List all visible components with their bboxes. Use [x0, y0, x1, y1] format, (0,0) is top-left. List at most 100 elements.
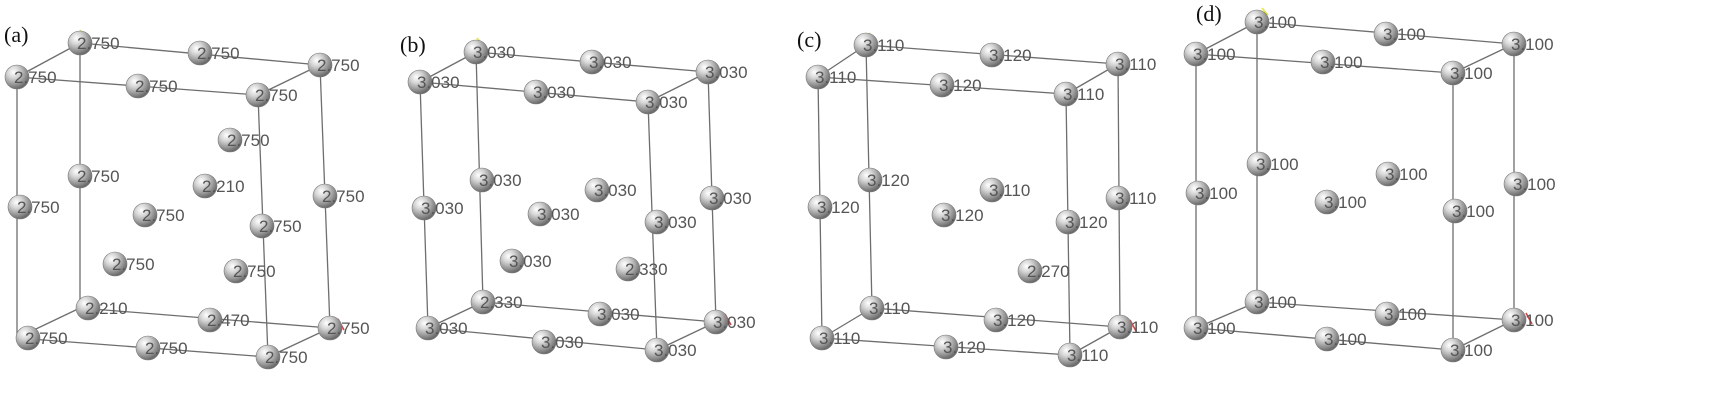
atom-sphere — [809, 325, 835, 351]
atom-value-label: 3.110 — [1067, 346, 1108, 365]
atom-sphere — [1440, 337, 1466, 363]
atom-value-label: 2.750 — [25, 329, 68, 348]
atom-sphere — [859, 295, 885, 321]
atom-value-label: 3.100 — [1384, 305, 1427, 324]
atom-sphere — [135, 335, 161, 361]
atom-sphere — [523, 79, 549, 105]
atom-value-label: 3.100 — [1324, 330, 1367, 349]
atom-sphere — [983, 307, 1009, 333]
atom-value-label: 3.030 — [425, 319, 468, 338]
atom-sphere — [527, 201, 553, 227]
atom-value-label: 2.750 — [317, 56, 360, 75]
atom-sphere — [1503, 171, 1529, 197]
atom-sphere — [4, 64, 30, 90]
atom-sphere — [223, 258, 249, 284]
atom-sphere — [1057, 342, 1083, 368]
atom-sphere — [1246, 151, 1272, 177]
atom-sphere — [192, 173, 218, 199]
atom-sphere — [187, 40, 213, 66]
atom-sphere — [1183, 315, 1209, 341]
atom-sphere — [1055, 209, 1081, 235]
atom-value-label: 3.100 — [1256, 155, 1299, 174]
atom-sphere — [470, 289, 496, 315]
atom-value-label: 3.030 — [709, 189, 752, 208]
atom-value-label: 3.120 — [817, 198, 860, 217]
atom-sphere — [587, 301, 613, 327]
atom-value-label: 3.030 — [509, 252, 552, 271]
atom-value-label: 3.100 — [1452, 202, 1495, 221]
atom-sphere — [102, 251, 128, 277]
atom-value-label: 3.030 — [645, 93, 688, 112]
panel-label: (a) — [4, 22, 28, 47]
atom-value-label: 2.750 — [135, 77, 178, 96]
axis-x-mark — [1525, 312, 1533, 325]
atom-sphere — [805, 64, 831, 90]
atom-sphere — [1017, 258, 1043, 284]
atom-value-label: 3.110 — [1117, 318, 1158, 337]
atom-value-label: 3.030 — [654, 341, 697, 360]
atom-value-label: 3.110 — [1115, 55, 1156, 74]
atom-sphere — [1501, 31, 1527, 57]
atom-value-label: 3.120 — [943, 338, 986, 357]
atom-value-label: 2.330 — [480, 293, 523, 312]
atom-sphere — [1105, 51, 1131, 77]
atom-sphere — [979, 42, 1005, 68]
atom-value-label: 2.750 — [142, 206, 185, 225]
atom-sphere — [635, 89, 661, 115]
atom-sphere — [415, 315, 441, 341]
atom-sphere — [463, 39, 489, 65]
atom-value-label: 3.100 — [1195, 184, 1238, 203]
atom-sphere — [1314, 326, 1340, 352]
panel-label: (d) — [1196, 1, 1222, 26]
atom-value-label: 3.030 — [541, 333, 584, 352]
atom-sphere — [1501, 307, 1527, 333]
atom-value-label: 2.750 — [233, 262, 276, 281]
atom-sphere — [929, 72, 955, 98]
atom-sphere — [1183, 41, 1209, 67]
atom-sphere — [411, 195, 437, 221]
atom-value-label: 2.750 — [17, 198, 60, 217]
atom-sphere — [1374, 301, 1400, 327]
atom-value-label: 3.030 — [533, 83, 576, 102]
atom-value-label: 2.750 — [77, 34, 120, 53]
atom-value-label: 3.120 — [1065, 213, 1108, 232]
atom-value-label: 3.110 — [1063, 85, 1104, 104]
atom-value-label: 2.330 — [625, 260, 668, 279]
atom-value-label: 2.750 — [145, 339, 188, 358]
atom-value-label: 3.110 — [863, 36, 904, 55]
atom-sphere — [407, 69, 433, 95]
atom-value-label: 3.030 — [537, 205, 580, 224]
atom-sphere — [125, 73, 151, 99]
atom-sphere — [979, 177, 1005, 203]
atom-value-label: 3.100 — [1254, 13, 1297, 32]
atom-sphere — [217, 127, 243, 153]
atom-value-label: 3.120 — [993, 311, 1036, 330]
atom-value-label: 3.030 — [705, 63, 748, 82]
atom-value-label: 3.100 — [1511, 311, 1554, 330]
atom-sphere — [197, 307, 223, 333]
atom-sphere — [312, 183, 338, 209]
atom-sphere — [469, 167, 495, 193]
atom-sphere — [249, 213, 275, 239]
atom-value-label: 3.030 — [713, 313, 756, 332]
atom-value-label: 2.270 — [1027, 262, 1070, 281]
atom-sphere — [807, 194, 833, 220]
atom-value-label: 2.210 — [202, 177, 245, 196]
atom-sphere — [1314, 189, 1340, 215]
atom-sphere — [933, 334, 959, 360]
atom-value-label: 3.100 — [1385, 165, 1428, 184]
atom-sphere — [67, 30, 93, 56]
atom-sphere — [853, 32, 879, 58]
atom-sphere — [644, 209, 670, 235]
atom-sphere — [75, 295, 101, 321]
atom-sphere — [531, 329, 557, 355]
atom-sphere — [579, 49, 605, 75]
atom-sphere — [644, 337, 670, 363]
atom-sphere — [307, 52, 333, 78]
atom-value-label: 3.100 — [1383, 25, 1426, 44]
atom-value-label: 2.750 — [77, 167, 120, 186]
atom-value-label: 2.210 — [85, 299, 128, 318]
atom-sphere — [931, 202, 957, 228]
atom-value-label: 2.750 — [322, 187, 365, 206]
atom-sphere — [1107, 314, 1133, 340]
